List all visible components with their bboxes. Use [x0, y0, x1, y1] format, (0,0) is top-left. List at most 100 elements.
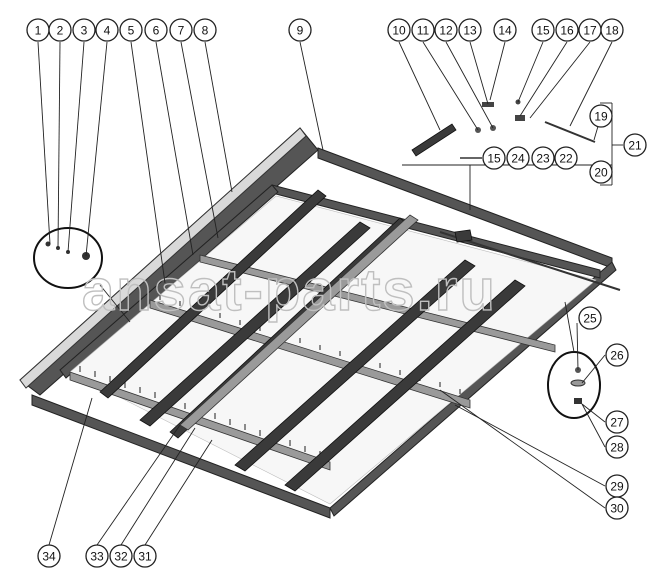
callout-circle [37, 544, 61, 568]
callout-label: 5 [128, 24, 135, 38]
callout-2: 2 [48, 18, 72, 42]
callout-13: 13 [458, 18, 482, 42]
callout-label: 20 [594, 166, 608, 180]
callout-1: 1 [26, 18, 50, 42]
callout-circle [193, 18, 217, 42]
callout-15: 15 [531, 18, 555, 42]
callout-circle [411, 18, 435, 42]
callout-35: 31 [133, 544, 157, 568]
callout-circle [589, 160, 613, 184]
callout-32: 34 [37, 544, 61, 568]
callout-circle [589, 104, 613, 128]
frame-assembly [19, 127, 621, 519]
slat-5 [284, 279, 526, 492]
callout-label: 18 [605, 24, 619, 38]
front-rail [31, 394, 331, 519]
arrow-to-left-detail [99, 284, 131, 323]
callout-label: 12 [439, 24, 453, 38]
callout-23: 24 [506, 146, 530, 170]
callout-34: 32 [109, 544, 133, 568]
callout-circle [288, 18, 312, 42]
callout-5: 5 [119, 18, 143, 42]
callout-circle [95, 18, 119, 42]
callout-10: 10 [387, 18, 411, 42]
callout-label: 6 [153, 24, 160, 38]
callout-circle [387, 18, 411, 42]
callout-label: 17 [583, 24, 597, 38]
cross-member-2 [149, 299, 471, 409]
callout-label: 15 [487, 152, 501, 166]
callout-label: 26 [610, 349, 624, 363]
bracket-mount [454, 229, 473, 243]
callout-25: 22 [554, 146, 578, 170]
callout-circle [458, 18, 482, 42]
callout-label: 10 [392, 24, 406, 38]
small-part [515, 115, 525, 121]
watermark: ansat-parts.ru [82, 258, 497, 323]
callout-21: 21 [623, 133, 647, 157]
callout-label: 2 [57, 24, 64, 38]
callout-9: 9 [288, 18, 312, 42]
callout-circle [506, 146, 530, 170]
callout-circle [600, 18, 624, 42]
callout-label: 19 [594, 110, 608, 124]
callout-label: 31 [138, 550, 152, 564]
callout-label: 11 [417, 24, 430, 38]
callout-circle [434, 18, 458, 42]
arrow-to-right-detail [564, 301, 575, 353]
clamp-plate [411, 123, 457, 157]
detail-right-parts [570, 367, 586, 404]
callout-circle [109, 544, 133, 568]
callout-3: 3 [72, 18, 96, 42]
callout-26: 25 [578, 306, 602, 330]
slat-2 [139, 221, 371, 427]
callout-12: 12 [434, 18, 458, 42]
small-part [482, 102, 494, 107]
callout-4: 4 [95, 18, 119, 42]
callout-27: 26 [605, 343, 629, 367]
callout-circle [605, 435, 629, 459]
callout-circle [554, 146, 578, 170]
callout-circle [531, 18, 555, 42]
callout-29: 28 [605, 435, 629, 459]
callout-circle [493, 18, 517, 42]
callout-label: 32 [114, 550, 128, 564]
callout-circle [119, 18, 143, 42]
callout-label: 30 [610, 502, 624, 516]
callout-label: 14 [498, 24, 512, 38]
callout-33: 33 [85, 544, 109, 568]
callout-circle [605, 343, 629, 367]
callout-label: 22 [559, 152, 573, 166]
callout-6: 6 [144, 18, 168, 42]
detail-circle-left [33, 227, 103, 289]
guide-rail [179, 214, 419, 431]
callout-label: 3 [81, 24, 88, 38]
callout-label: 8 [202, 24, 209, 38]
callout-label: 7 [178, 24, 185, 38]
callout-18: 18 [600, 18, 624, 42]
callout-label: 9 [297, 24, 304, 38]
callout-17: 17 [578, 18, 602, 42]
callout-label: 23 [536, 152, 550, 166]
leader-lines [37, 41, 623, 546]
callout-28: 27 [605, 410, 629, 434]
callout-label: 33 [90, 550, 104, 564]
callout-label: 29 [610, 480, 624, 494]
callout-24: 23 [531, 146, 555, 170]
rod-part [544, 121, 596, 143]
left-side-panel-top [19, 127, 307, 389]
callout-7: 7 [169, 18, 193, 42]
callout-label: 4 [104, 24, 111, 38]
callout-16: 16 [555, 18, 579, 42]
callout-circle [85, 544, 109, 568]
slat-1 [99, 189, 327, 399]
callout-circle [578, 306, 602, 330]
callout-label: 34 [42, 550, 56, 564]
callout-circle [72, 18, 96, 42]
callout-30: 29 [605, 474, 629, 498]
callout-circle [48, 18, 72, 42]
callout-circle [623, 133, 647, 157]
callout-circle [605, 496, 629, 520]
